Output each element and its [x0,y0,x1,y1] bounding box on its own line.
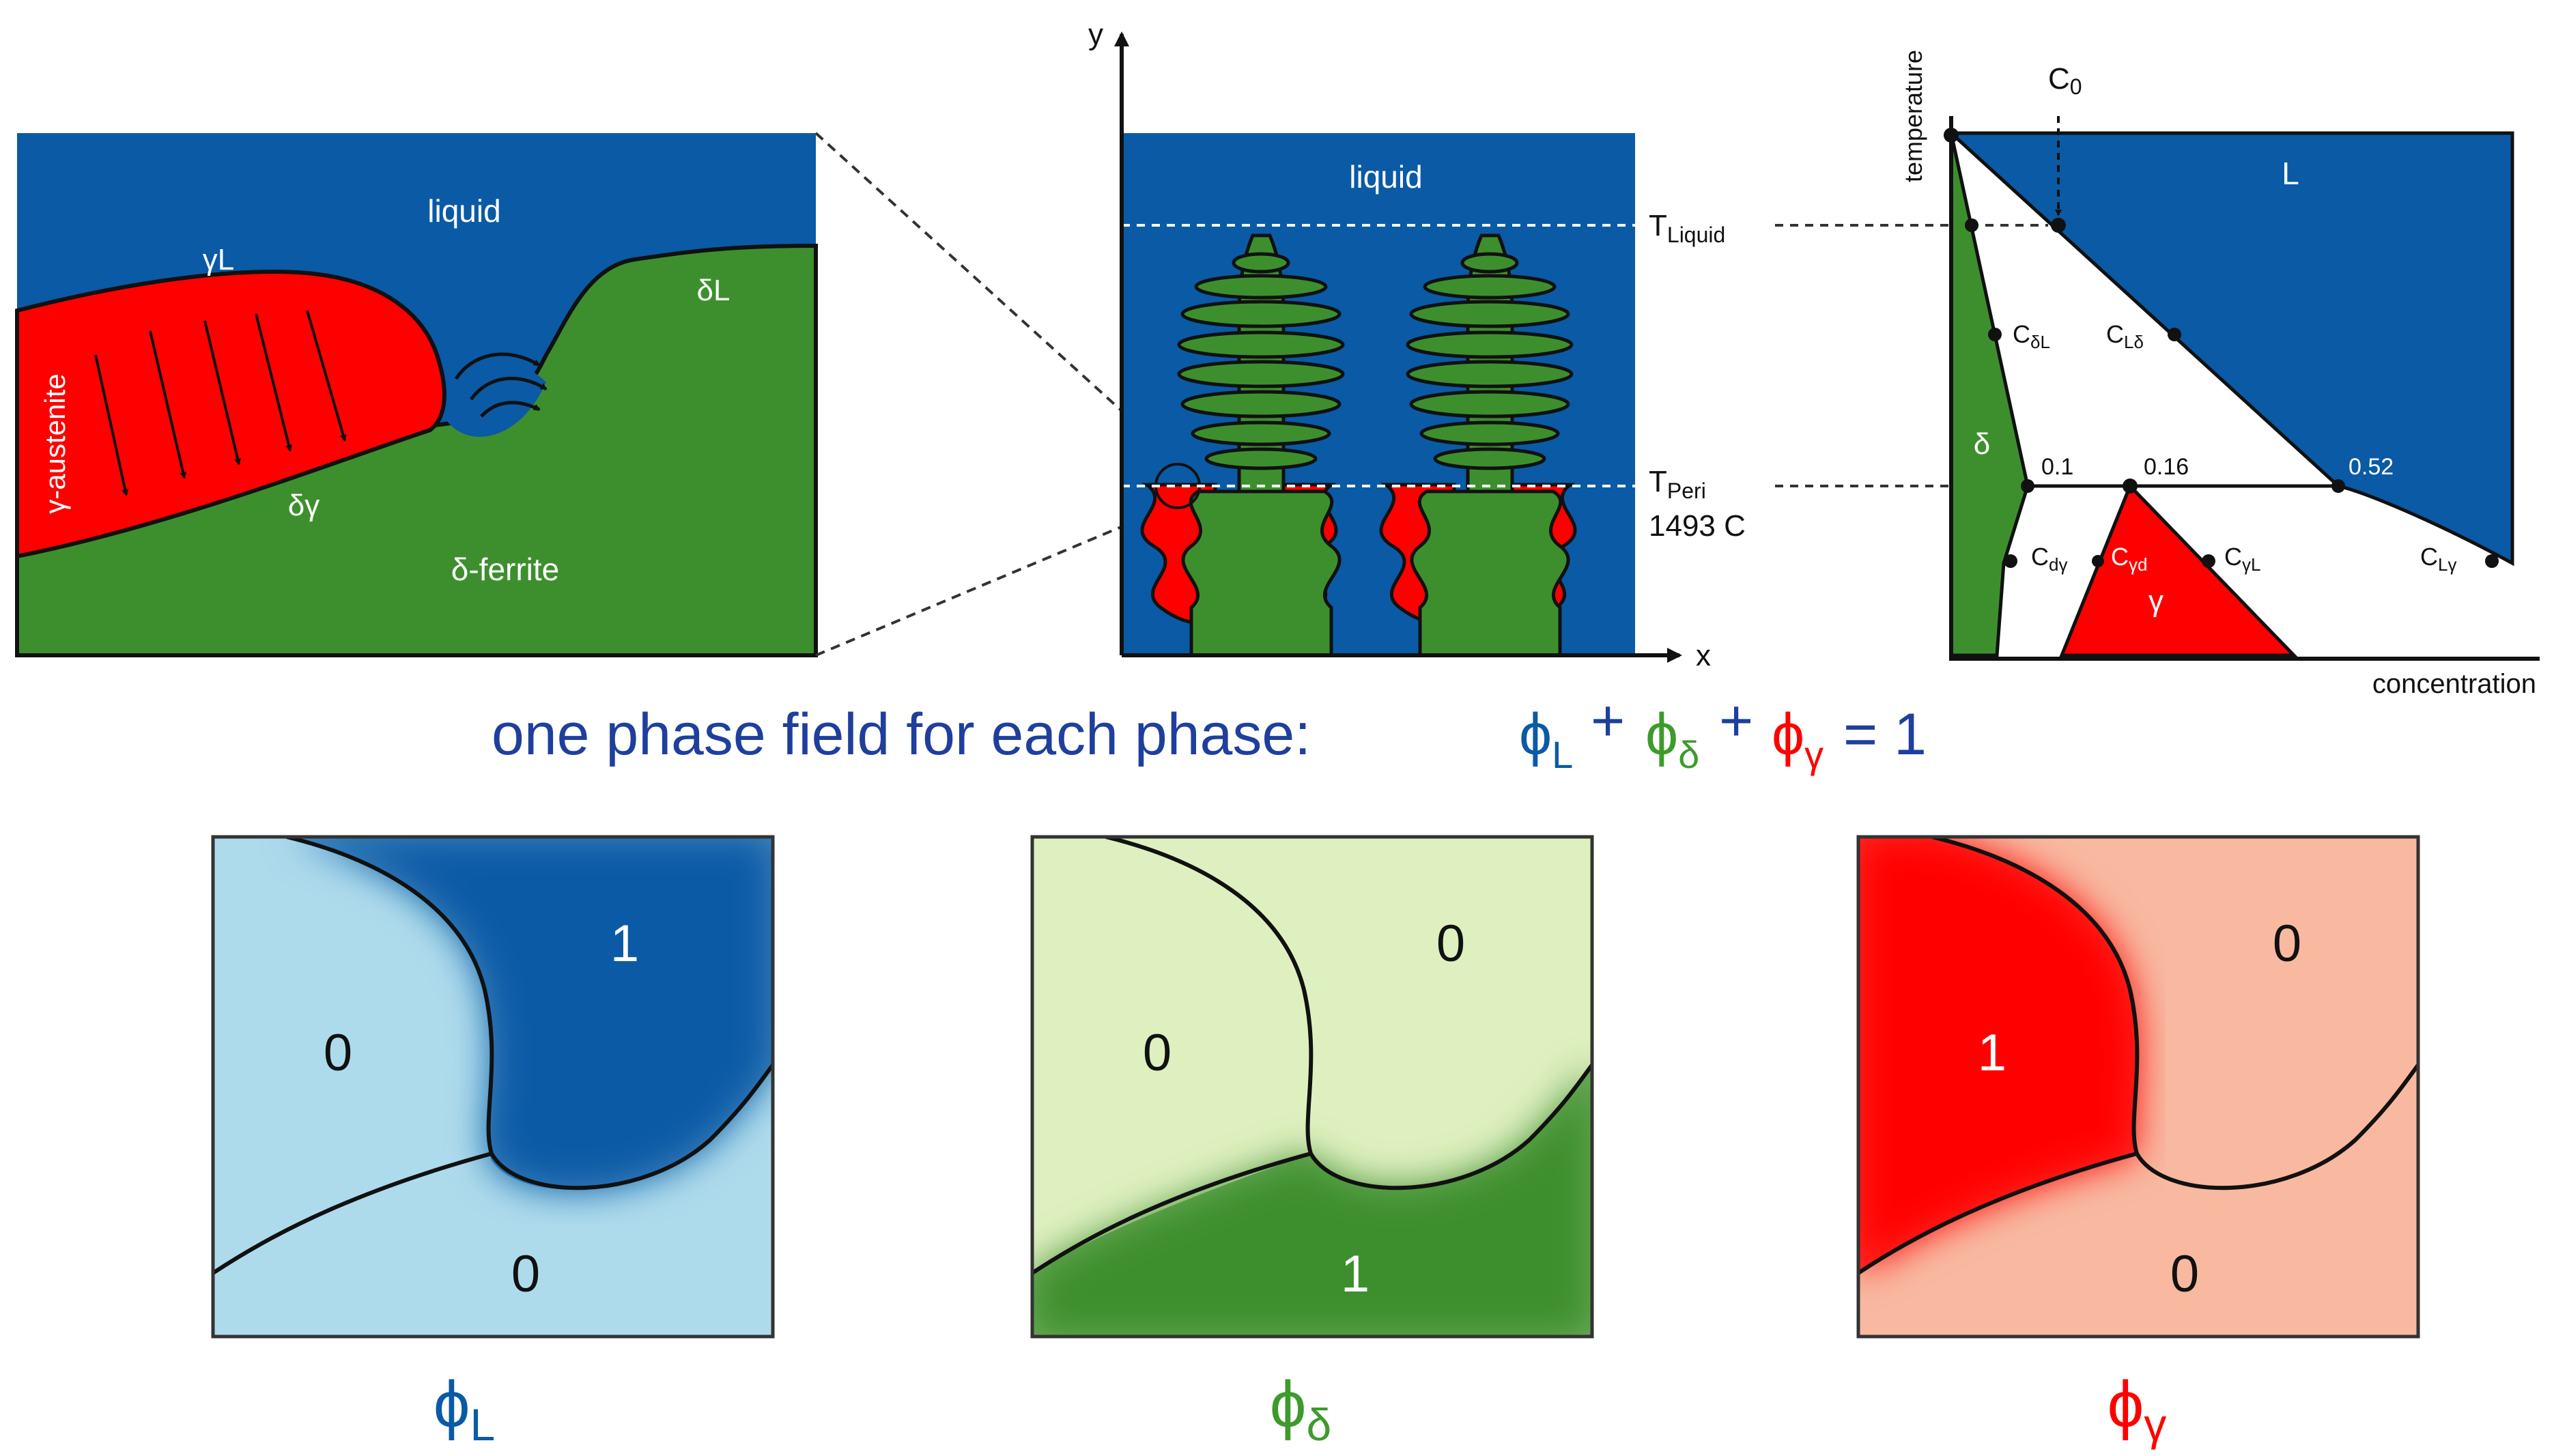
t-liquid-label: TLiquid [1649,209,1725,247]
c-ld-label: CLδ [2106,320,2144,352]
label-liquid: liquid [427,193,500,229]
phiD-value-top-right: 0 [1436,915,1465,973]
label-delta-ferrite: δ-ferrite [451,552,560,587]
c-lg-label: CLγ [2420,543,2456,575]
plus-1: + [1591,688,1625,754]
c-gl-label: CγL [2224,543,2260,575]
phiG-value-left: 1 [1978,1024,2006,1082]
dendrite-right [1406,233,1574,657]
phiG-value-top-right: 0 [2273,915,2301,973]
label-delta-liquid: δL [697,274,730,307]
caption-phi-delta: ϕδ [1270,1368,1332,1450]
label-delta-gamma: δγ [288,489,320,522]
caption-phi-L: ϕL [434,1368,495,1450]
equation-text: one phase field for each phase: [492,702,1311,767]
dendrite-liquid-label: liquid [1349,159,1422,195]
x-axis-label: x [1696,639,1711,672]
t-peri-label: TPeri [1649,465,1706,503]
phiL-value-top-right: 1 [610,915,639,973]
phiL-value-bottom: 0 [511,1245,540,1303]
dendrite-left [1177,233,1345,657]
c0-label: C0 [2048,62,2082,99]
label-gamma-austenite: γ-austenite [39,373,71,513]
c-dg-label: Cdγ [2031,543,2067,575]
value-0-16: 0.16 [2144,454,2189,480]
c-dl-label: CδL [2013,320,2050,352]
plus-2: + [1719,688,1753,754]
phi-L-panel: 1 0 0 [211,835,775,1339]
y-axis-label: y [1088,18,1103,51]
concentration-axis-label: concentration [2372,669,2536,699]
equals-one: = 1 [1843,702,1927,767]
phi-L-term: ϕL [1519,702,1573,776]
diffusion-arrows [454,352,548,418]
phi-gamma-panel: 0 1 0 [1856,835,2420,1339]
gamma-region [2059,483,2298,657]
label-gamma-liquid: γL [203,243,234,276]
phiD-value-left: 0 [1143,1024,1172,1082]
growth-arrows [94,310,347,496]
dendrite-panel: y x liquid TLiquid TPeri 1493 C [1088,18,1746,672]
delta-region [1949,132,2030,657]
caption-phi-gamma: ϕγ [2108,1368,2167,1450]
phi-gamma-term: ϕγ [1772,702,1824,776]
delta-label: δ [1974,427,1991,461]
t-peri-value: 1493 C [1649,509,1746,543]
phiL-value-left: 0 [324,1024,352,1082]
phiD-value-bottom: 1 [1341,1245,1370,1303]
phi-delta-panel: 0 0 1 [1030,835,1594,1339]
value-0-52: 0.52 [2349,454,2394,480]
equation: one phase field for each phase: ϕL + ϕδ … [492,688,1927,776]
value-0-1: 0.1 [2041,454,2073,480]
L-label: L [2282,156,2299,191]
L-region [1946,131,2514,567]
phiG-value-bottom: 0 [2170,1245,2199,1303]
c-gd-label: Cγd [2111,543,2147,575]
pd-points [1944,128,2499,568]
phi-delta-term: ϕδ [1645,702,1699,776]
gamma-label: γ [2148,584,2163,618]
microstructure-panel: liquid γL δL δγ δ-ferrite γ-austenite [15,133,818,657]
temperature-axis-label: temperature [1899,50,1927,182]
phase-diagram: C0 L δ γ CδL CLδ Cdγ Cγd CγL CLγ 0.1 0.1… [1899,50,2540,699]
